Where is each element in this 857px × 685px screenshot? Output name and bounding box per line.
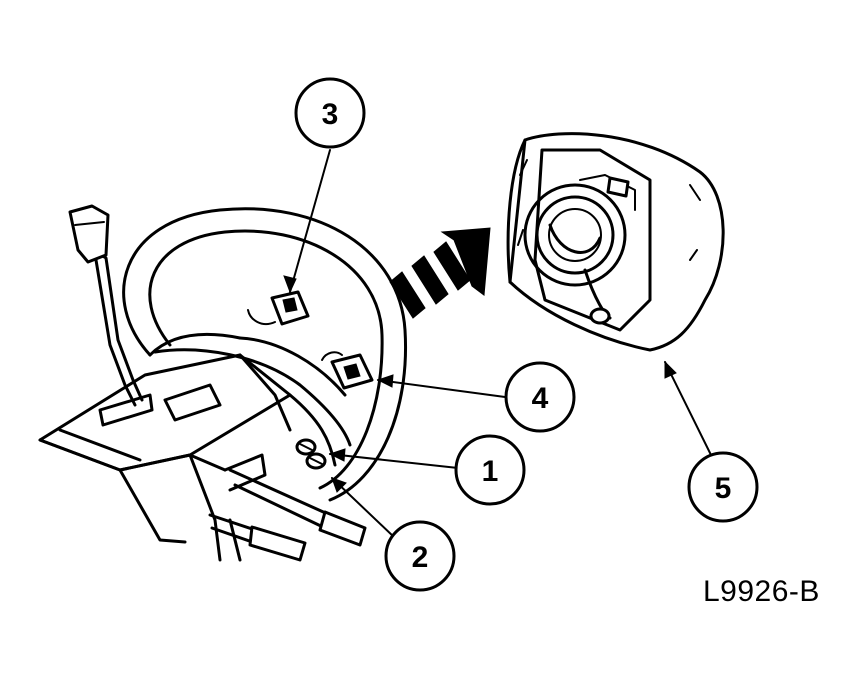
callout-3: 3 [294,77,366,149]
figure-id-label: L9926-B [703,575,820,608]
column-stalks [208,468,367,562]
callout-5-label: 5 [715,472,732,505]
callout-4-label: 4 [532,382,549,415]
removal-direction-arrow [389,227,491,319]
callout-2: 2 [384,520,456,592]
shift-lever [68,204,154,427]
callout-1: 1 [454,434,526,506]
callout-1-label: 1 [482,455,499,488]
steering-wheel [122,207,408,502]
airbag-module [506,132,725,352]
callout-2-label: 2 [412,541,429,574]
leader-lines [283,149,713,539]
screws [295,438,327,470]
callout-3-label: 3 [322,98,339,131]
callout-5: 5 [687,451,759,523]
connector-lower [321,351,374,390]
connector-upper [247,290,310,326]
callout-4: 4 [504,361,576,433]
